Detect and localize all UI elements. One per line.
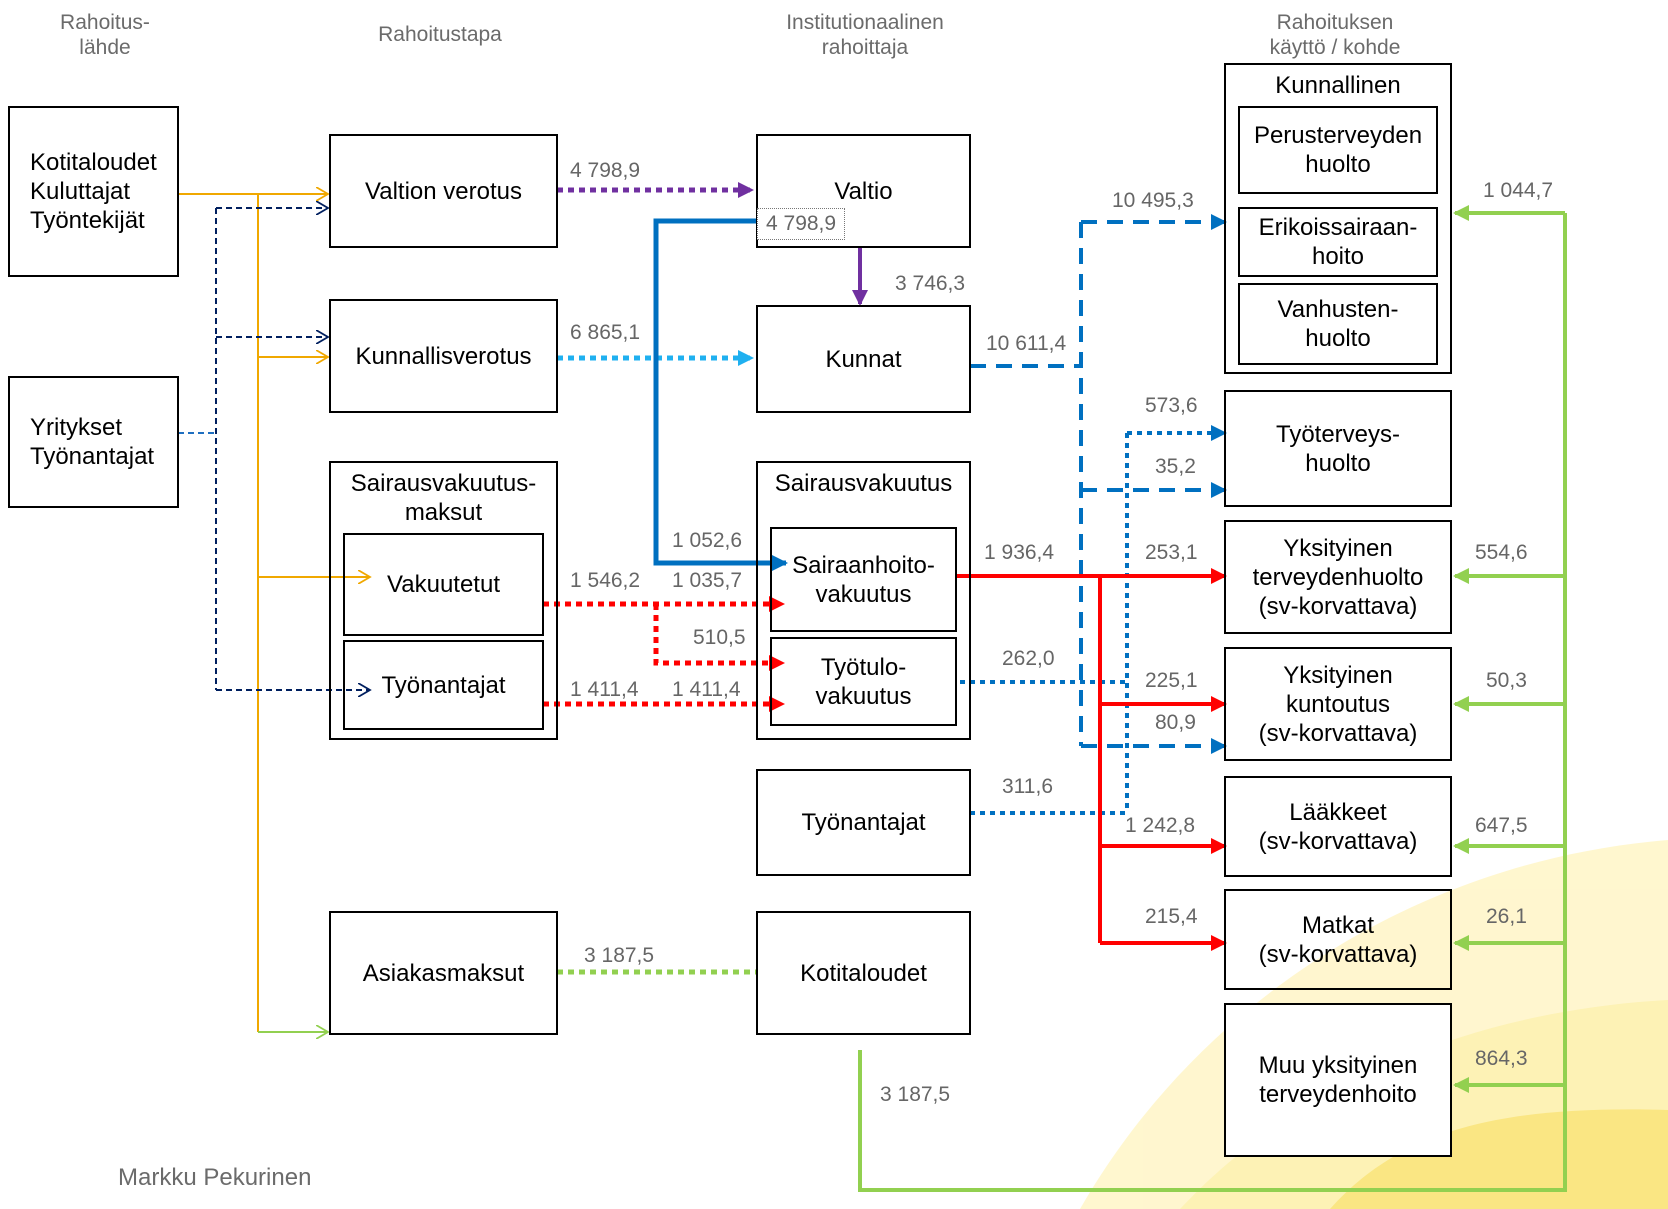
- header-funder: Institutionaalinen rahoittaja: [786, 11, 944, 59]
- flow-value: 10 495,3: [1112, 189, 1194, 212]
- state-tax-box: Valtion verotus: [329, 134, 558, 248]
- flow-value: 80,9: [1155, 711, 1196, 734]
- medical-care-insurance-box: Sairaanhoito- vakuutus: [770, 527, 957, 632]
- other-private-box: Muu yksityinen terveydenhoito: [1224, 1003, 1452, 1157]
- health-insurance-box: Sairausvakuutus: [756, 461, 971, 740]
- municipal-tax-box: Kunnallisverotus: [329, 299, 558, 413]
- flow-value: 1 035,7: [672, 569, 743, 592]
- specialised-care-box: Erikoissairaan- hoito: [1238, 207, 1438, 277]
- flow-value: 1 546,2: [570, 569, 641, 592]
- flow-value: 3 187,5: [584, 944, 655, 967]
- header-source: Rahoitus- lähde: [60, 11, 150, 59]
- occupational-health-box: Työterveys- huolto: [1224, 390, 1452, 507]
- primary-care-box: Perusterveyden huolto: [1238, 106, 1438, 194]
- flow-value: 554,6: [1475, 541, 1528, 564]
- flow-value: 262,0: [1002, 647, 1055, 670]
- flow-value: 4 798,9: [570, 159, 641, 182]
- earned-income-insurance-box: Työtulo- vakuutus: [770, 637, 957, 726]
- flow-value: 50,3: [1486, 669, 1527, 692]
- flow-value: 1 052,6: [672, 529, 743, 552]
- flow-value: 1 044,7: [1483, 179, 1554, 202]
- households-source-box: Kotitaloudet Kuluttajat Työntekijät: [8, 106, 179, 277]
- private-rehab-box: Yksityinen kuntoutus (sv-korvattava): [1224, 647, 1452, 761]
- municipal-box: Kunnallinen: [1224, 63, 1452, 374]
- flow-value: 3 187,5: [880, 1083, 951, 1106]
- elderly-care-box: Vanhusten- huolto: [1238, 283, 1438, 365]
- flow-value: 647,5: [1475, 814, 1528, 837]
- flow-value: 1 936,4: [984, 541, 1055, 564]
- author-name: Markku Pekurinen: [118, 1164, 312, 1191]
- flow-value: 311,6: [1002, 775, 1053, 798]
- client-fees-box: Asiakasmaksut: [329, 911, 558, 1035]
- flow-value: 10 611,4: [986, 332, 1067, 355]
- companies-source-box: Yritykset Työnantajat: [8, 376, 179, 508]
- flow-value: 6 865,1: [570, 321, 641, 344]
- flow-value: 1 411,4: [672, 678, 741, 701]
- medicines-box: Lääkkeet (sv-korvattava): [1224, 776, 1452, 877]
- flow-value: 215,4: [1145, 905, 1198, 928]
- flow-value: 225,1: [1145, 669, 1198, 692]
- flow-value: 253,1: [1145, 541, 1198, 564]
- flow-value: 35,2: [1155, 455, 1196, 478]
- health-insurance-fees-box: Sairausvakuutus- maksut: [329, 461, 558, 740]
- flow-value: 1 242,8: [1125, 814, 1196, 837]
- state-internal-value: 4 798,9: [757, 208, 846, 240]
- header-method: Rahoitustapa: [378, 23, 502, 46]
- travel-box: Matkat (sv-korvattava): [1224, 889, 1452, 990]
- state-box: Valtio: [756, 134, 971, 248]
- households-funder-box: Kotitaloudet: [756, 911, 971, 1035]
- private-health-box: Yksityinen terveydenhuolto (sv-korvattav…: [1224, 520, 1452, 634]
- flow-value: 3 746,3: [895, 272, 966, 295]
- municipalities-box: Kunnat: [756, 305, 971, 413]
- insured-box: Vakuutetut: [343, 533, 544, 636]
- flow-value: 864,3: [1475, 1047, 1528, 1070]
- flow-value: 1 411,4: [570, 678, 639, 701]
- employers-fee-box: Työnantajat: [343, 640, 544, 730]
- flow-value: 573,6: [1145, 394, 1198, 417]
- flow-value: 510,5: [693, 626, 746, 649]
- flow-value: 26,1: [1486, 905, 1527, 928]
- employers-funder-box: Työnantajat: [756, 769, 971, 876]
- header-use: Rahoituksen käyttö / kohde: [1269, 11, 1401, 59]
